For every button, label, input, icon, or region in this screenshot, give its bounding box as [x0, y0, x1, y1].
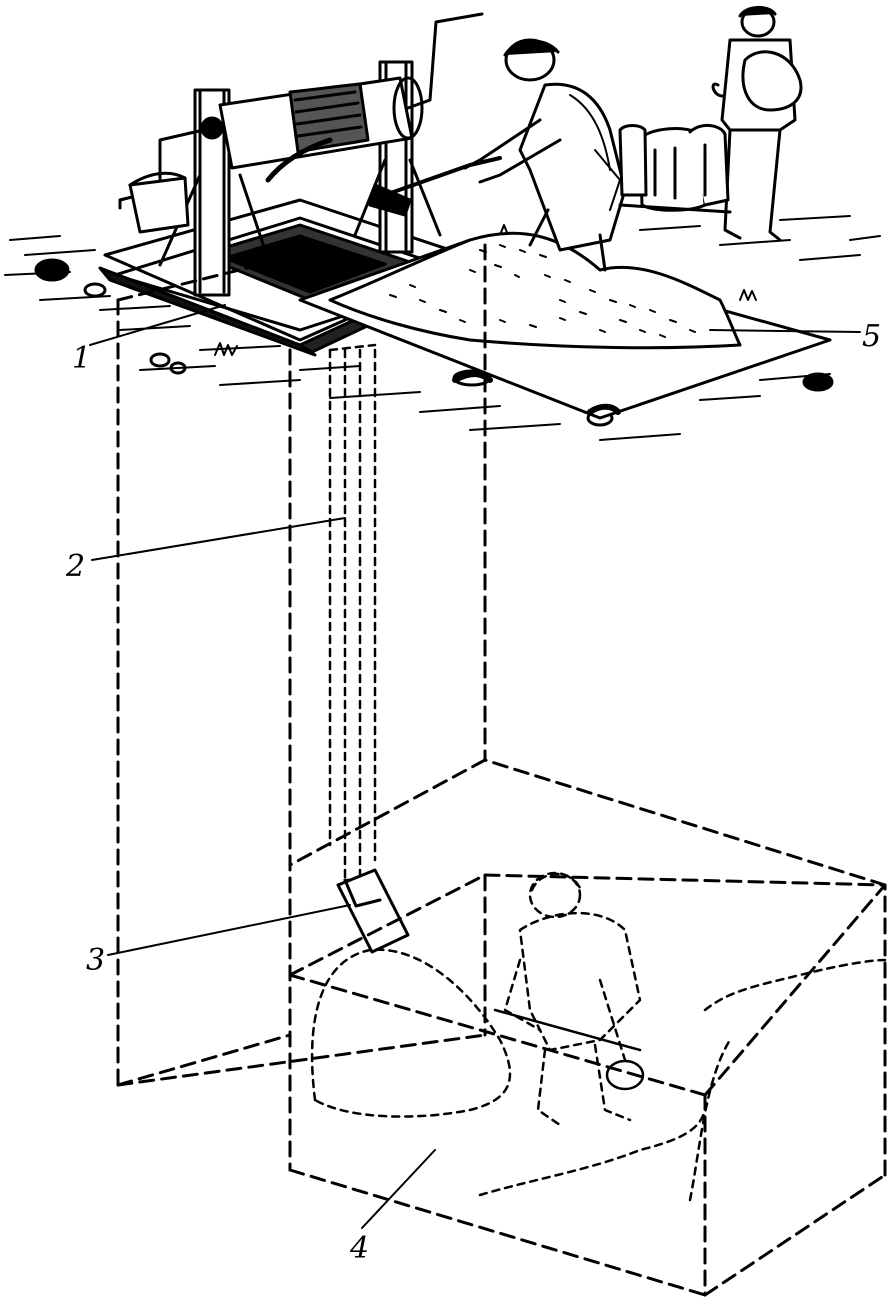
- leader-line-3: [107, 904, 351, 956]
- worker-shoveling: [463, 38, 627, 272]
- ore-chute: [328, 343, 377, 882]
- leader-line-4: [361, 1149, 436, 1229]
- leader-line-5: [709, 329, 861, 333]
- chamber-outline: [116, 758, 887, 1297]
- shaft-outline: [116, 243, 487, 1172]
- leader-line-2: [91, 517, 346, 561]
- callout-2: 2: [65, 549, 85, 584]
- sacks: [618, 124, 732, 214]
- grass: [214, 224, 757, 356]
- worker-underground: [493, 871, 645, 1127]
- callout-1: 1: [72, 341, 91, 376]
- ground-surface: [4, 215, 881, 441]
- callout-5: 5: [862, 319, 881, 354]
- callout-4: 4: [349, 1231, 369, 1266]
- worker-carrying-sack: [711, 6, 803, 242]
- dump-tarp: [298, 231, 832, 420]
- ore-heap: [310, 948, 887, 1202]
- leader-line-1: [89, 304, 226, 346]
- leader-lines: [89, 304, 861, 1229]
- chute-mouth: [336, 868, 410, 954]
- callout-3: 3: [86, 943, 105, 978]
